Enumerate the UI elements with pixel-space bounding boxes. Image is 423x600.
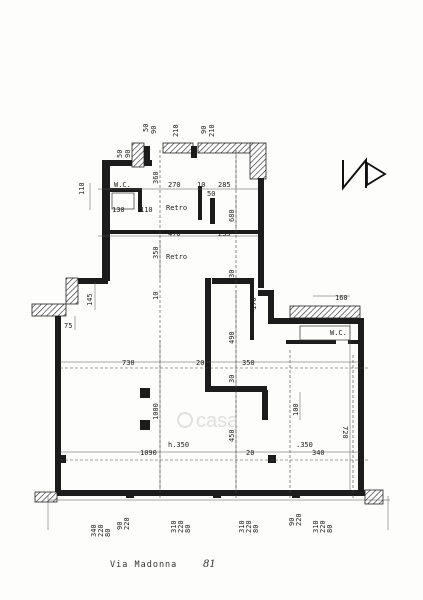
street-label: Via Madonna (110, 560, 177, 570)
dim-label: 310 (170, 520, 178, 533)
street-number: 81 (203, 559, 216, 570)
dim-label: 720 (341, 426, 349, 439)
room-label-wc-right: W.C. (330, 329, 347, 337)
dim-label: 10 (152, 292, 160, 300)
dim-label: 110 (78, 182, 86, 195)
dim-label: 30 (228, 270, 236, 278)
room-label-wc-top: W.C. (114, 181, 131, 189)
dim-label: 360 (152, 171, 160, 184)
dim-label: 1000 (152, 403, 160, 420)
dim-label: 50 (142, 124, 150, 132)
dim-label: 90 (116, 522, 124, 530)
room-label-retro-upper: Retro (166, 204, 187, 212)
dim-label: 20 (196, 359, 204, 367)
dim-label: 160 (335, 294, 348, 302)
dim-label: 450 (228, 429, 236, 442)
dim-label: 220 (319, 520, 327, 533)
dim-label: 730 (122, 359, 135, 367)
watermark: casa (177, 410, 239, 432)
dim-label: 210 (172, 124, 180, 137)
dim-label: 80 (184, 525, 192, 533)
dim-label: 145 (86, 293, 94, 306)
dim-label: 210 (208, 124, 216, 137)
dim-label: 30 (228, 375, 236, 383)
dim-label: 80 (252, 525, 260, 533)
dim-label: 350 (152, 246, 160, 259)
dim-label: 110 (140, 206, 153, 214)
dim-label: 80 (326, 525, 334, 533)
dim-label: 220 (177, 520, 185, 533)
dim-label: 130 (112, 206, 125, 214)
dim-label: 310 (312, 520, 320, 533)
room-label-height-left: h.350 (168, 441, 189, 449)
dim-label: 340 (90, 524, 98, 537)
dim-label: 470 (168, 230, 181, 238)
dim-label: 350 (242, 359, 255, 367)
watermark-text: casa (196, 410, 239, 432)
dim-label: 50 (207, 190, 215, 198)
dim-label: 50 (116, 150, 124, 158)
dim-label: 270 (168, 181, 181, 189)
north-arrow-icon (342, 157, 387, 191)
dim-label: 310 (238, 520, 246, 533)
dim-label: 220 (245, 520, 253, 533)
dim-label: 680 (228, 209, 236, 222)
dim-label: 90 (200, 126, 208, 134)
dimension-lines (47, 150, 390, 530)
dim-label: 490 (228, 331, 236, 344)
dim-label: 80 (104, 529, 112, 537)
dim-label: 170 (250, 297, 258, 310)
dim-label: 235 (218, 230, 231, 238)
bottom-dimension-labels: 340 220 80 90 220 310 220 80 310 220 80 … (90, 513, 334, 537)
dim-label: 1090 (140, 449, 157, 457)
dim-label: 90 (150, 126, 158, 134)
dim-label: 220 (123, 517, 131, 530)
outer-walls (31, 142, 384, 505)
dim-label: 75 (64, 322, 72, 330)
room-label-retro-lower: Retro (166, 253, 187, 261)
dim-label: 10 (197, 181, 205, 189)
dim-label: 285 (218, 181, 231, 189)
dimension-labels: 50 90 210 90 210 50 90 110 360 270 10 28… (64, 124, 349, 457)
dim-label: 340 (312, 449, 325, 457)
room-labels: W.C. Retro Retro W.C. h.350 .350 (114, 181, 347, 449)
dim-label: 90 (124, 150, 132, 158)
dim-label: 220 (295, 513, 303, 526)
dim-label: 90 (288, 518, 296, 526)
dim-label: 20 (246, 449, 254, 457)
room-label-height-right: .350 (296, 441, 313, 449)
dim-label: 220 (97, 524, 105, 537)
dim-label: 100 (292, 403, 300, 416)
